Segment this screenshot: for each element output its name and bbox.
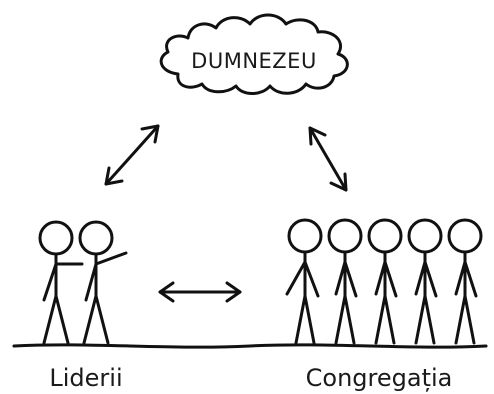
arrow-god-congregation [308,126,348,192]
congregation-figure [447,218,483,345]
god-cloud: DUMNEZEU [159,13,349,95]
leaders-group [38,220,128,345]
cloud-outline [159,13,349,95]
congregation-figure [327,218,363,345]
arrow-leaders-god [104,124,160,186]
congregation-figure [407,218,443,345]
congregation-caption: Congregația [306,364,453,392]
arrow-leaders-congregation [158,281,242,303]
leaders-caption: Liderii [49,364,122,392]
congregation-figure [367,218,403,345]
leader-figure [38,220,84,345]
congregation-group [285,218,483,345]
cloud-label: DUMNEZEU [191,49,317,73]
ground-line [12,343,488,349]
congregation-figure [285,218,323,345]
leader-figure [78,220,128,345]
